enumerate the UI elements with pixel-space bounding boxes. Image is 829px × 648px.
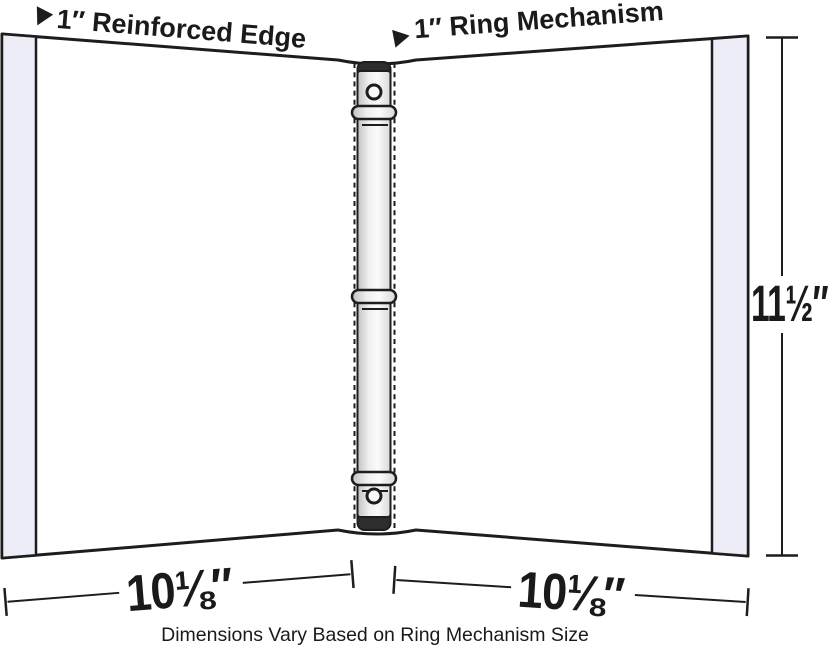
reinforced-edge-pointer-icon [36, 6, 54, 26]
ring-band-middle [350, 288, 398, 305]
right-width-dimension-value: 10⅛″ [516, 561, 626, 625]
height-dimension: 11½″ [751, 36, 829, 557]
ring-mechanism-callout-label: 1″ Ring Mechanism [413, 0, 665, 44]
ring-mechanism-spine [350, 61, 398, 531]
ring-mechanism-pointer-icon [392, 29, 410, 48]
left-reinforced-edge-strip [0, 32, 38, 560]
right-width-dimension: 10⅛″ [392, 561, 750, 625]
right-width-tick-outer [745, 588, 750, 617]
left-width-dimension: 10⅛″ [3, 557, 355, 622]
caption: Dimensions Vary Based on Ring Mechanism … [161, 624, 589, 646]
right-width-line-right [634, 594, 746, 603]
right-width-tick-inner [392, 565, 397, 594]
spine-rivet-hole-bottom [365, 487, 383, 505]
ring-band-top [350, 104, 398, 121]
ring-band-bottom [350, 470, 398, 487]
height-dimension-value: 11½″ [751, 275, 828, 332]
left-width-line-right [242, 573, 351, 584]
left-width-tick-inner [350, 559, 355, 589]
ring-mechanism-callout: 1″ Ring Mechanism [392, 0, 665, 48]
left-width-line-left [7, 591, 120, 603]
right-reinforced-edge-strip [710, 34, 750, 558]
right-width-line-left [396, 579, 512, 589]
left-width-dimension-value: 10⅛″ [124, 557, 235, 622]
left-width-tick-outer [3, 587, 8, 617]
spine-rivet-hole-top [365, 83, 383, 101]
